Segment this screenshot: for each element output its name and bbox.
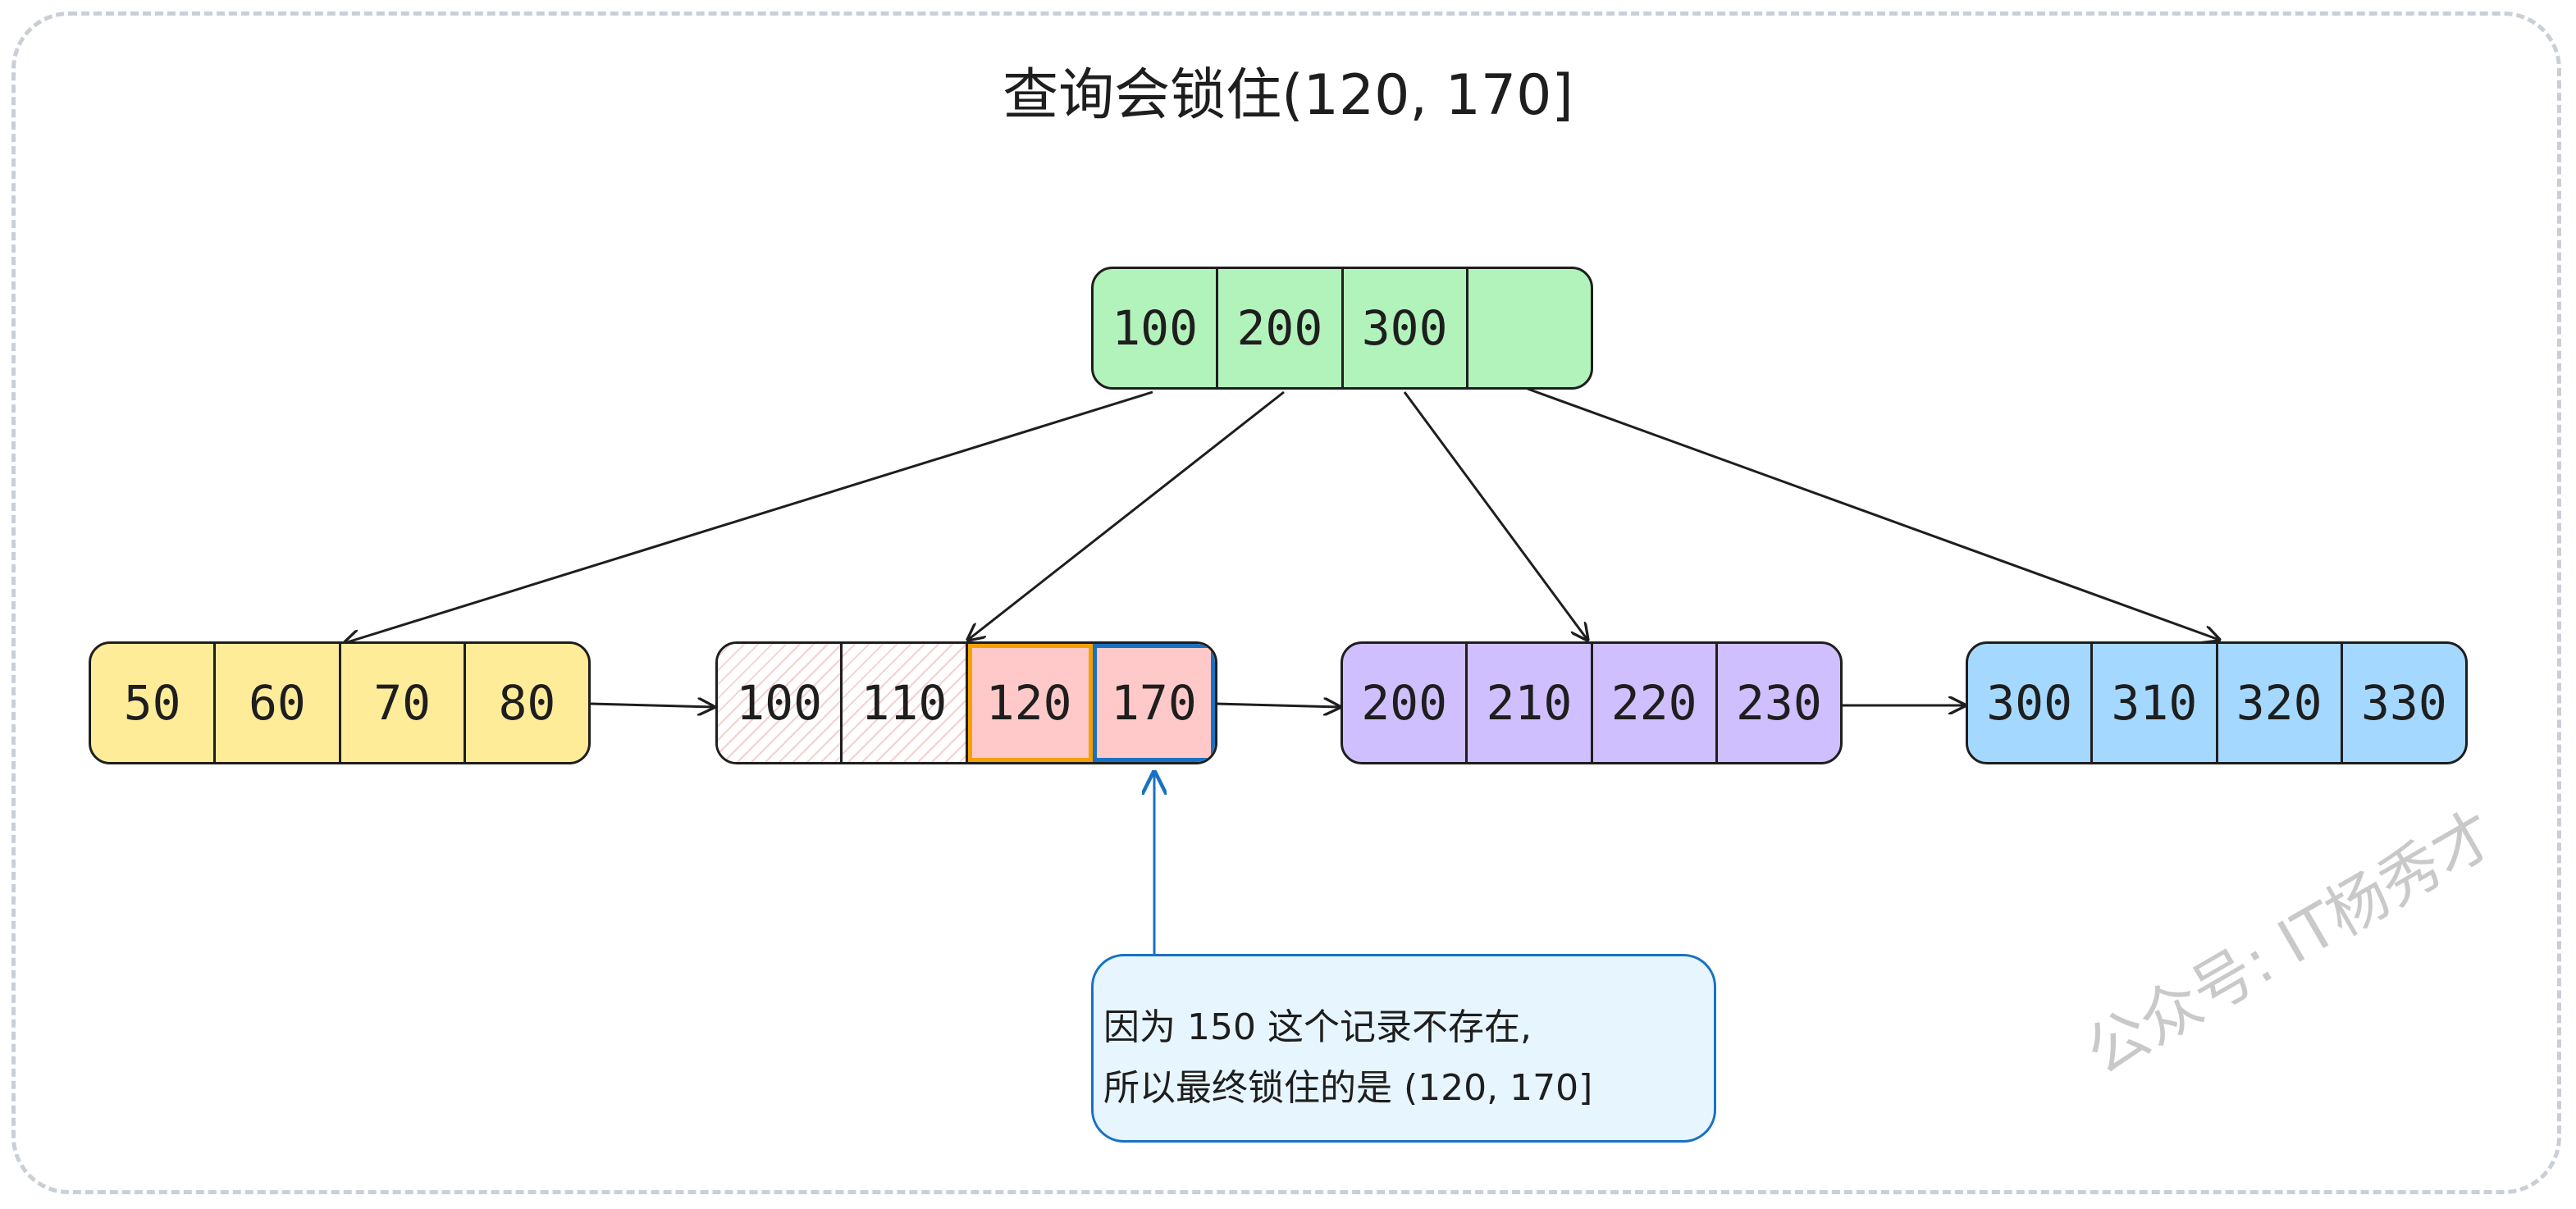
leaf-1-key-3: 70 [341, 644, 466, 762]
leaf-2-key-4-lock-end: 170 [1092, 644, 1215, 762]
leaf-3-key-1: 200 [1343, 644, 1468, 762]
leaf-3-key-2: 210 [1468, 644, 1593, 762]
leaf-4-key-4: 330 [2360, 675, 2447, 731]
leaf-node-3: 200 210 220 230 [1341, 641, 1843, 764]
leaf-node-1: 50 60 70 80 [89, 641, 591, 764]
leaf-4-key-3: 320 [2218, 644, 2343, 762]
leaf-2-key-3-lock-start: 120 [967, 644, 1093, 762]
leaf-node-2: 100 110 120 170 [715, 641, 1217, 764]
root-key-2: 200 [1218, 269, 1344, 387]
root-key-1: 100 [1094, 269, 1219, 387]
explanation-callout: 因为 150 这个记录不存在, 所以最终锁住的是 (120, 170] [1091, 954, 1716, 1143]
leaf-3-key-4: 230 [1735, 675, 1822, 731]
root-key-4 [1468, 269, 1591, 387]
leaf-2-key-1: 100 [718, 644, 843, 762]
edge-root-to-leaf-2 [968, 390, 1285, 640]
edge-root-to-leaf-4 [1527, 387, 2219, 640]
leaf-4-key-2: 310 [2093, 644, 2218, 762]
leaf-3-key-3: 220 [1593, 644, 1718, 762]
link-leaf-2-to-leaf-3 [1215, 704, 1340, 707]
edge-root-to-leaf-3 [1403, 391, 1587, 640]
edge-root-to-leaf-1 [345, 390, 1153, 643]
leaf-1-key-4: 80 [498, 675, 556, 731]
leaf-4-key-1: 300 [1968, 644, 2094, 762]
callout-line-2: 所以最终锁住的是 (120, 170] [1103, 1067, 1593, 1109]
root-node: 100 200 300 [1091, 267, 1593, 390]
leaf-1-key-2: 60 [216, 644, 341, 762]
leaf-node-4: 300 310 320 330 [1966, 641, 2468, 764]
leaf-2-key-2: 110 [843, 644, 968, 762]
diagram-title: 查询会锁住(120, 170] [1003, 63, 1573, 128]
callout-line-1: 因为 150 这个记录不存在, [1103, 1006, 1532, 1048]
dashed-frame [11, 11, 2561, 1194]
root-key-3: 300 [1344, 269, 1468, 387]
link-leaf-1-to-leaf-2 [590, 704, 714, 707]
leaf-1-key-1: 50 [91, 644, 217, 762]
